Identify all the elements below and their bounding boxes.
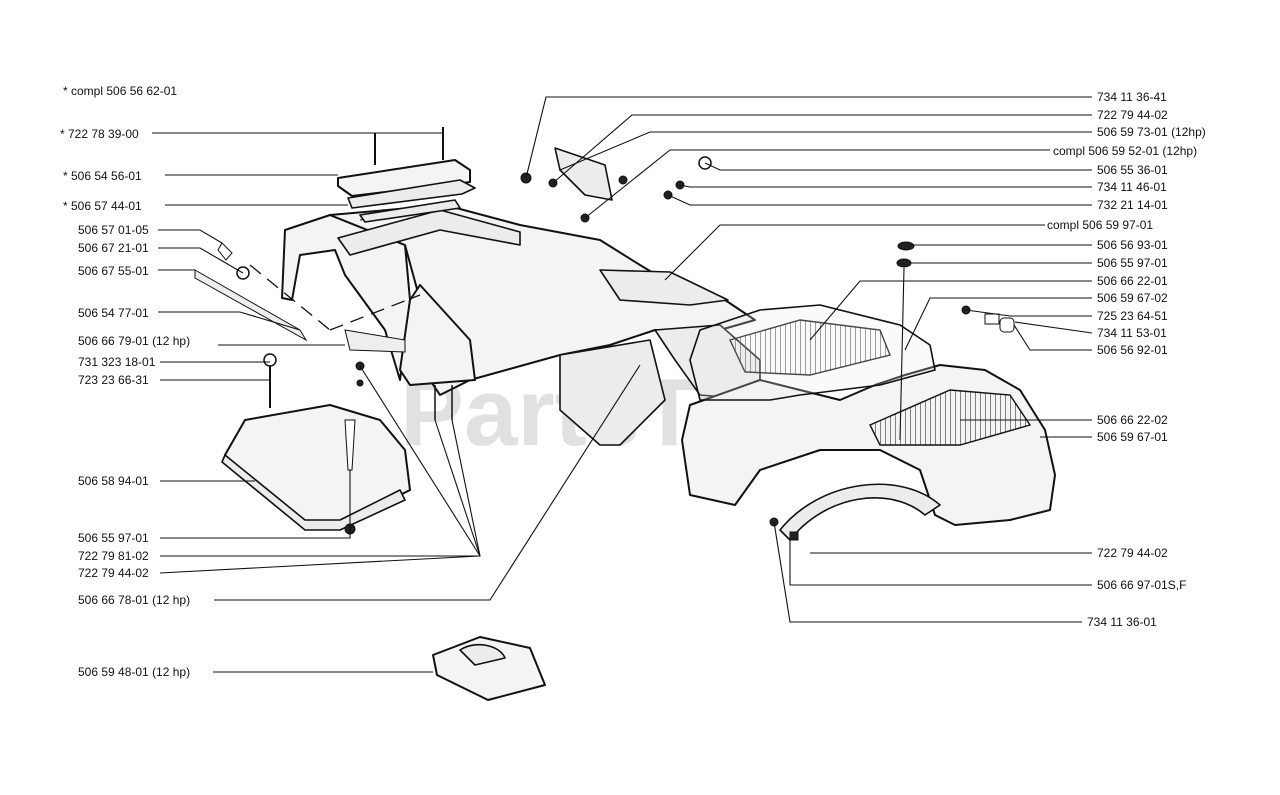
label-506-54-77-01: 506 54 77-01	[78, 306, 149, 320]
label-506-55-36-01: 506 55 36-01	[1097, 163, 1168, 177]
label-506-54-56-01: * 506 54 56-01	[63, 169, 142, 183]
label-722-79-44-02-top: 722 79 44-02	[1097, 108, 1168, 122]
label-506-57-44-01: * 506 57 44-01	[63, 199, 142, 213]
label-506-55-97-01-left: 506 55 97-01	[78, 531, 149, 545]
label-506-56-93-01: 506 56 93-01	[1097, 238, 1168, 252]
label-723-23-66-31: 723 23 66-31	[78, 373, 149, 387]
label-734-11-53-01: 734 11 53-01	[1097, 326, 1167, 340]
label-506-67-21-01: 506 67 21-01	[78, 241, 149, 255]
label-722-79-81-02: 722 79 81-02	[78, 549, 149, 563]
label-506-66-79-01: 506 66 79-01 (12 hp)	[78, 334, 190, 348]
label-506-59-73-01: 506 59 73-01 (12hp)	[1097, 125, 1206, 139]
label-506-59-67-01: 506 59 67-01	[1097, 430, 1168, 444]
label-506-55-97-01-right: 506 55 97-01	[1097, 256, 1168, 270]
label-506-66-78-01: 506 66 78-01 (12 hp)	[78, 593, 190, 607]
label-506-66-22-01: 506 66 22-01	[1097, 274, 1168, 288]
rear-fender	[681, 304, 1056, 526]
label-506-56-92-01: 506 56 92-01	[1097, 343, 1168, 357]
label-731-323-18-01: 731 323 18-01	[78, 355, 156, 369]
label-506-57-01-05: 506 57 01-05	[78, 223, 149, 237]
label-compl-506-59-97-01: compl 506 59 97-01	[1047, 218, 1153, 232]
label-725-23-64-51: 725 23 64-51	[1097, 309, 1168, 323]
leader-lines-right	[525, 96, 1093, 623]
label-compl-506-59-52-01: compl 506 59 52-01 (12hp)	[1053, 144, 1197, 158]
label-722-79-44-02-left: 722 79 44-02	[78, 566, 149, 580]
label-506-59-67-02: 506 59 67-02	[1097, 291, 1168, 305]
label-732-21-14-01: 732 21 14-01	[1097, 198, 1168, 212]
leader-lines-left	[152, 132, 641, 673]
label-506-67-55-01: 506 67 55-01	[78, 264, 149, 278]
label-506-66-22-02: 506 66 22-02	[1097, 413, 1168, 427]
label-506-66-97-01sf: 506 66 97-01S,F	[1097, 578, 1186, 592]
labels-left: * compl 506 56 62-01 * 722 78 39-00 * 50…	[60, 84, 190, 679]
label-722-78-39-00: * 722 78 39-00	[60, 127, 139, 141]
label-734-11-46-01: 734 11 46-01	[1097, 180, 1167, 194]
labels-right: 734 11 36-41 722 79 44-02 506 59 73-01 (…	[1047, 90, 1206, 629]
label-compl-506-56-62-01: * compl 506 56 62-01	[63, 84, 177, 98]
label-506-58-94-01: 506 58 94-01	[78, 474, 149, 488]
small-bracket-part	[432, 636, 546, 701]
battery-cover	[221, 404, 411, 531]
wheel-arch-trim	[779, 483, 941, 541]
label-506-59-48-01: 506 59 48-01 (12 hp)	[78, 665, 190, 679]
seat-panel	[337, 159, 476, 223]
label-734-11-36-01: 734 11 36-01	[1087, 615, 1157, 629]
label-734-11-36-41: 734 11 36-41	[1097, 90, 1167, 104]
label-722-79-44-02-right: 722 79 44-02	[1097, 546, 1168, 560]
dashboard-panel	[554, 147, 613, 201]
hardware-fasteners	[194, 127, 1015, 535]
